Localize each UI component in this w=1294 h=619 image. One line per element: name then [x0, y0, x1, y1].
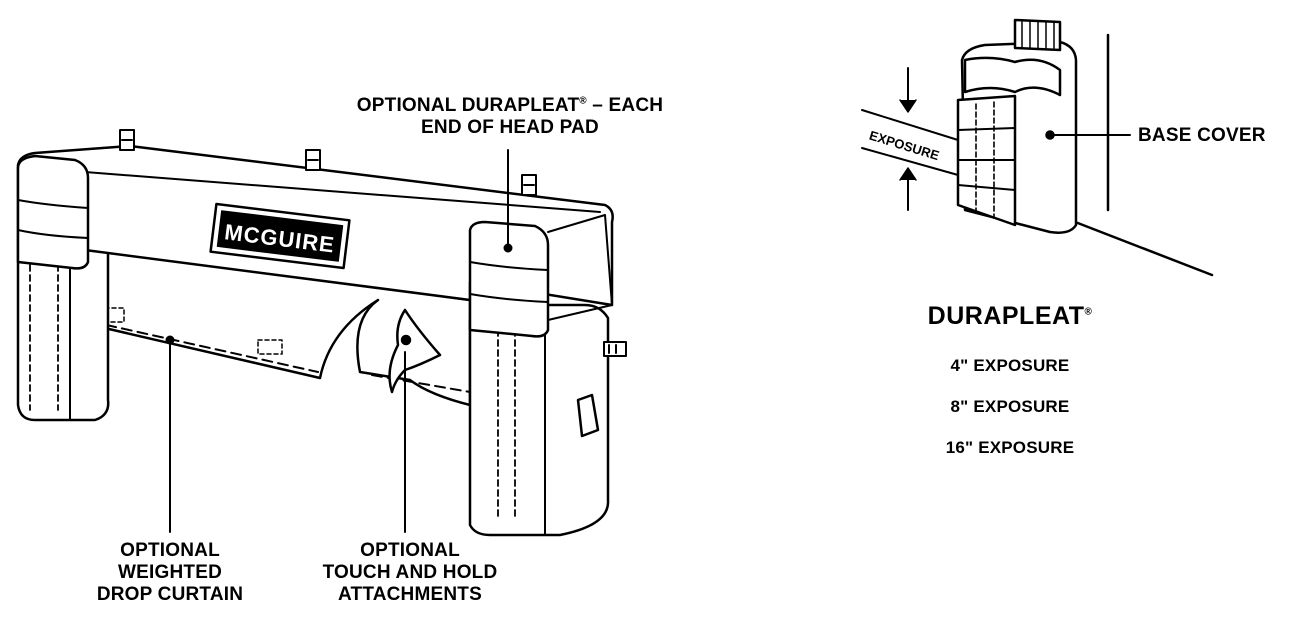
right-durapleat-cap [468, 220, 550, 338]
drop-curtain [68, 243, 472, 407]
mcguire-nameplate: MCGUIRE [209, 202, 351, 270]
leader-lines [165, 149, 513, 533]
touch-hold-label-line1: OPTIONAL [360, 540, 460, 561]
dock-seal-illustration: MCGUIRE [16, 129, 627, 537]
durapleat-detail [861, 18, 1214, 277]
right-side-pad [468, 303, 610, 537]
exposure-4-label: 4" EXPOSURE [950, 356, 1070, 375]
exposure-label: EXPOSURE [868, 128, 942, 164]
drop-curtain-label-line2: WEIGHTED [118, 562, 222, 583]
left-side-pad [16, 238, 110, 422]
drop-curtain-label-line3: DROP CURTAIN [96, 584, 244, 605]
base-cover-label: BASE COVER [1138, 125, 1266, 146]
left-durapleat-cap [16, 154, 90, 270]
drop-curtain-label-line1: OPTIONAL [120, 540, 220, 561]
durapleat-head-pad-label-line2: END OF HEAD PAD [421, 117, 599, 138]
exposure-16-label: 16" EXPOSURE [945, 438, 1075, 457]
exposure-8-label: 8" EXPOSURE [950, 397, 1070, 416]
durapleat-title: DURAPLEAT® [927, 302, 1093, 330]
durapleat-head-pad-label-line1: OPTIONAL DURAPLEAT® – EACH [356, 95, 664, 116]
drop-curtain-label: OPTIONAL WEIGHTED DROP CURTAIN [70, 540, 270, 606]
touch-hold-label: OPTIONAL TOUCH AND HOLD ATTACHMENTS [300, 540, 520, 606]
mounting-clip [119, 129, 627, 357]
touch-hold-flap [388, 308, 442, 394]
durapleat-head-pad-label: OPTIONAL DURAPLEAT® – EACH END OF HEAD P… [290, 95, 730, 139]
touch-hold-label-line3: ATTACHMENTS [338, 584, 482, 605]
touch-hold-label-line2: TOUCH AND HOLD [322, 562, 498, 583]
